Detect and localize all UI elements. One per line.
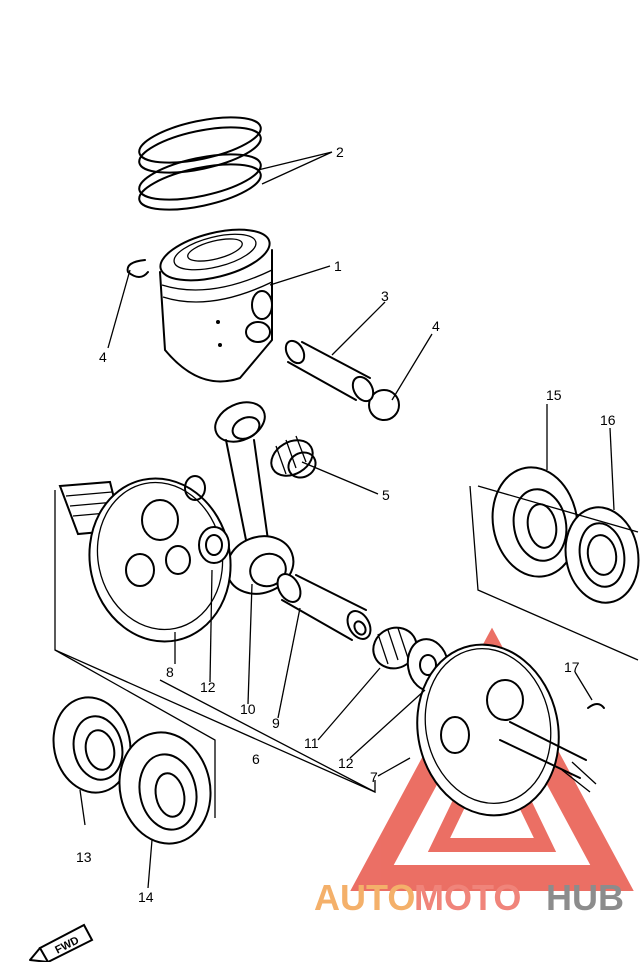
crank-pin: [276, 573, 372, 641]
callout-15: 17: [564, 659, 580, 675]
circlip-right: [368, 389, 400, 421]
forward-arrow: FWD: [29, 923, 94, 962]
callout-8: 8: [166, 664, 174, 680]
callout-7: 7: [370, 769, 378, 785]
connecting-rod: [214, 401, 295, 595]
callout-2: 2: [336, 144, 344, 160]
callout-3: 3: [381, 288, 389, 304]
crankshaft-left: [58, 475, 232, 643]
callout-17: 13: [76, 849, 92, 865]
callout-labels: 2 1 3 4 4 5 15 16 8 12 10 9 6 11 12 7 17…: [76, 144, 616, 905]
callout-11: 11: [304, 735, 319, 751]
woodruff-key: [587, 703, 605, 709]
piston-rings: [138, 116, 262, 211]
callout-13: 15: [546, 387, 562, 403]
watermark-auto: AUTO: [314, 877, 415, 918]
piston-pin: [284, 339, 375, 403]
bearing-left: [118, 731, 212, 845]
callout-10: 10: [240, 701, 256, 717]
assembly-bracket-lines: [54, 485, 639, 818]
watermark-moto: MOTO: [414, 877, 521, 918]
circlip-left: [126, 259, 149, 278]
oil-seal-right: [564, 506, 640, 604]
small-end-bearing: [270, 435, 317, 479]
callout-5: 5: [382, 487, 390, 503]
callout-4-right: 4: [432, 318, 440, 334]
leader-lines: [79, 151, 615, 889]
oil-seal-left: [52, 696, 132, 794]
callout-14: 16: [600, 412, 616, 428]
callout-16: 14: [138, 889, 154, 905]
callout-12-right: 12: [338, 755, 354, 771]
callout-4-left: 4: [99, 349, 107, 365]
callout-9: 9: [272, 715, 280, 731]
big-end-bearing: [372, 626, 418, 670]
watermark-hub: HUB: [546, 877, 624, 918]
callout-12-left: 12: [200, 679, 216, 695]
callout-1: 1: [334, 258, 342, 274]
watermark-logo: AUTO MOTO HUB: [314, 877, 624, 918]
crankshaft-right: [416, 643, 597, 817]
callout-6: 6: [252, 751, 260, 767]
piston: [159, 228, 273, 383]
